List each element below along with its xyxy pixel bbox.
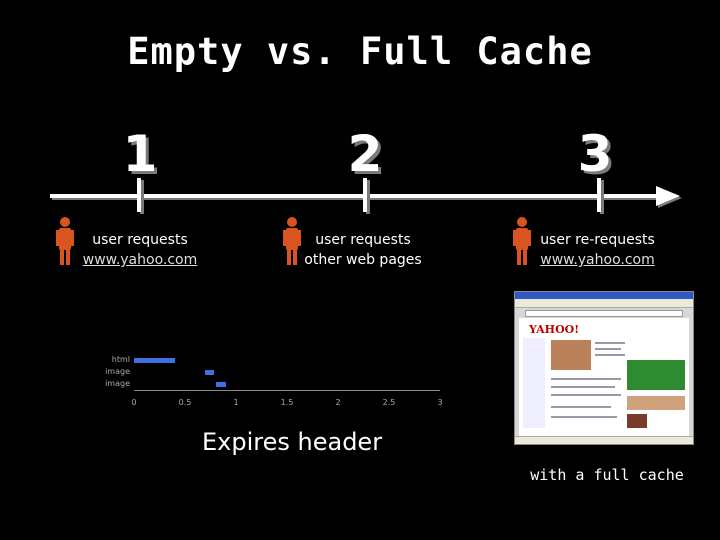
- waterfall-tick-label: 0: [131, 398, 137, 407]
- browser-toolbar: [515, 299, 693, 308]
- waterfall-row-label: image: [105, 379, 130, 388]
- page-text-line: [551, 406, 611, 408]
- step-2-text-2: other web pages: [304, 252, 422, 268]
- step-3-label: user re-requests www.yahoo.com: [530, 230, 665, 270]
- page-text-line: [551, 378, 621, 380]
- page-photo-3: [627, 414, 647, 428]
- page-ad: [627, 360, 685, 390]
- person-icon: [56, 217, 74, 265]
- waterfall-bar: [134, 358, 175, 363]
- step-number-2: 2: [347, 125, 383, 183]
- waterfall-chart: html image image 0 0.5 1 1.5 2 2.5 3: [100, 350, 450, 420]
- waterfall-row-label: image: [105, 367, 130, 376]
- waterfall-tick-label: 2: [335, 398, 341, 407]
- page-text-line: [595, 348, 621, 350]
- page-photo: [551, 340, 591, 370]
- page-text-line: [595, 354, 625, 356]
- yahoo-logo: YAHOO!: [529, 323, 580, 336]
- step-number-3: 3: [577, 125, 613, 183]
- timeline-tick-3: [597, 178, 604, 214]
- page-text-line: [595, 342, 625, 344]
- waterfall-tick-label: 0.5: [178, 398, 192, 407]
- page-text-line: [551, 416, 617, 418]
- page-sidebar: [523, 338, 545, 428]
- expires-header-label: Expires header: [202, 428, 383, 456]
- step-3-text: user re-requests: [540, 232, 655, 248]
- step-1-text: user requests: [92, 232, 188, 248]
- step-3-url[interactable]: www.yahoo.com: [540, 252, 655, 268]
- person-icon: [283, 217, 301, 265]
- waterfall-tick-label: 1.5: [280, 398, 294, 407]
- waterfall-tick-label: 1: [233, 398, 239, 407]
- timeline-tick-2: [363, 178, 370, 214]
- slide-title: Empty vs. Full Cache: [127, 30, 593, 73]
- browser-page: YAHOO!: [519, 318, 689, 436]
- step-1-label: user requests www.yahoo.com: [75, 230, 205, 270]
- person-icon: [513, 217, 531, 265]
- waterfall-bar: [205, 370, 214, 375]
- browser-address-bar: [525, 310, 683, 317]
- waterfall-axis: [134, 390, 440, 391]
- waterfall-row-label: html: [111, 355, 130, 364]
- browser-titlebar: [515, 292, 693, 299]
- page-text-line: [551, 394, 621, 396]
- browser-statusbar: [515, 436, 693, 444]
- step-2-text: user requests: [315, 232, 411, 248]
- step-2-label: user requests other web pages: [298, 230, 428, 270]
- step-number-1: 1: [122, 125, 158, 183]
- waterfall-tick-label: 3: [437, 398, 443, 407]
- browser-screenshot: YAHOO!: [514, 291, 694, 445]
- step-1-url[interactable]: www.yahoo.com: [82, 252, 198, 268]
- page-text-line: [551, 386, 615, 388]
- page-photo-2: [627, 396, 685, 410]
- waterfall-tick-label: 2.5: [382, 398, 396, 407]
- waterfall-bar: [215, 382, 226, 387]
- full-cache-caption: with a full cache: [530, 466, 684, 484]
- timeline-tick-1: [137, 178, 144, 214]
